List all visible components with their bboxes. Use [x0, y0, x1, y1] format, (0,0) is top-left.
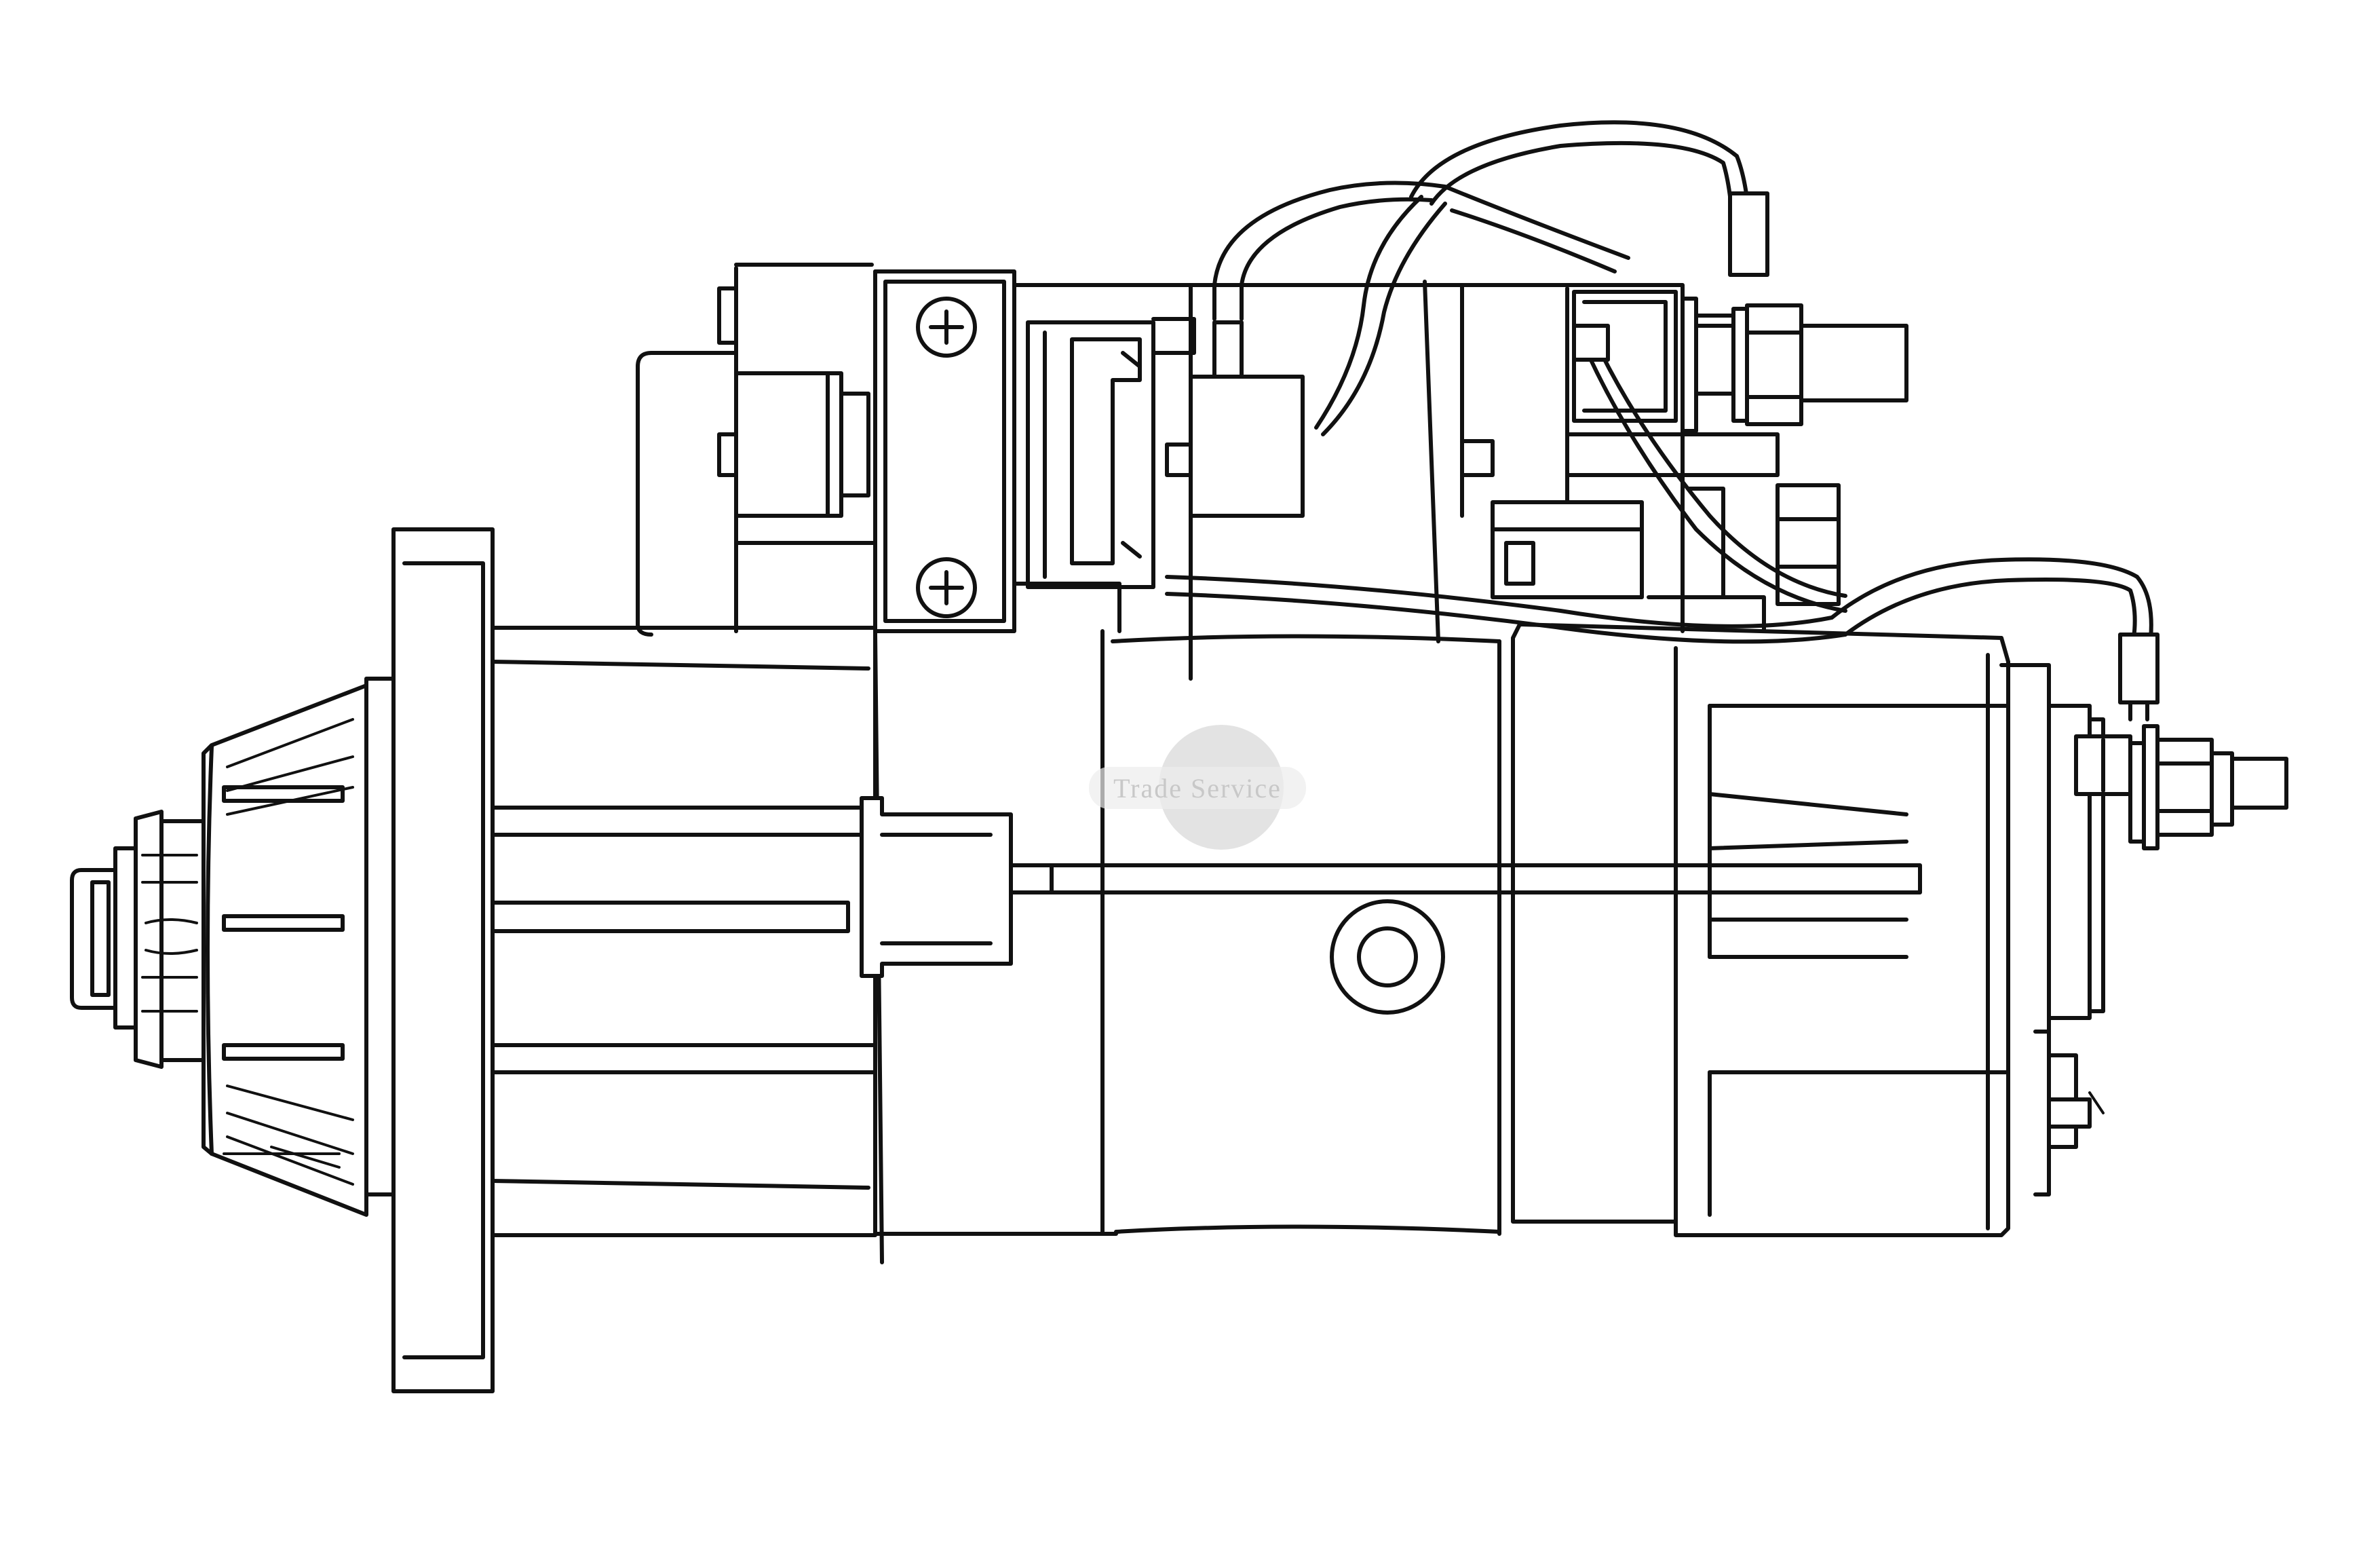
small-terminal	[2033, 1030, 2105, 1196]
mounting-flange	[391, 527, 495, 1393]
tie-rod	[1009, 863, 1922, 894]
solenoid-lower-screw	[916, 557, 977, 618]
watermark-text: Trade Service	[1113, 773, 1282, 804]
solenoid-connector	[1026, 317, 1196, 589]
upper-terminal-stud	[1681, 297, 1908, 433]
solenoid-body	[636, 263, 1193, 681]
relay-lower-hardware	[1647, 483, 1841, 633]
wiring-harness	[1165, 120, 2160, 721]
trade-service-watermark: Trade Service	[1089, 725, 1306, 850]
main-terminal-stud	[2047, 704, 2288, 1020]
motor-yoke	[873, 629, 1671, 1236]
lever-pivot-block	[860, 796, 1013, 978]
nose-housing	[491, 626, 884, 1264]
drive-end-housing	[201, 677, 396, 1217]
solenoid-upper-screw	[916, 297, 977, 358]
pinion-assembly	[70, 810, 206, 1069]
actuator-box	[1165, 320, 1305, 518]
armature-boss	[1330, 899, 1445, 1015]
commutator-end-frame	[1511, 622, 2051, 1237]
